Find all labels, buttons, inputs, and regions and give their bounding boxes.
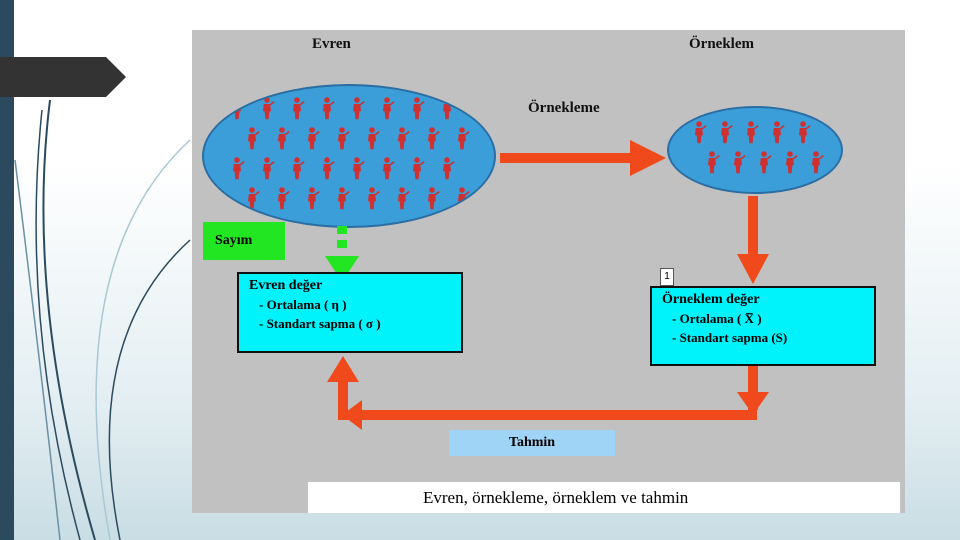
sampling-arrow-shaft	[500, 153, 630, 163]
person-figure-icon	[799, 121, 811, 144]
person-figure-icon	[233, 97, 245, 120]
census-dash-1	[337, 226, 347, 234]
sample-value-box: Örneklem değer - Ortalama ( X̅ ) - Stand…	[650, 286, 876, 366]
population-ellipse	[202, 84, 496, 228]
person-figure-icon	[443, 97, 455, 120]
estimation-arrow-corner	[737, 392, 769, 415]
person-figure-icon	[338, 187, 350, 210]
sample-down-arrow-shaft	[748, 196, 758, 254]
person-figure-icon	[233, 157, 245, 180]
person-figure-icon	[428, 127, 440, 150]
census-dash-2	[337, 240, 347, 248]
person-figure-icon	[263, 97, 275, 120]
census-arrow-head	[325, 256, 359, 282]
person-figure-icon	[248, 127, 260, 150]
decorative-lines	[14, 99, 191, 540]
person-figure-icon	[323, 97, 335, 120]
flow-arrows	[325, 140, 769, 430]
population-std: - Standart sapma ( σ )	[259, 316, 381, 331]
person-figure-icon	[398, 187, 410, 210]
sample-ellipse	[667, 106, 843, 194]
person-figure-icon	[323, 157, 335, 180]
person-figure-icon	[278, 127, 290, 150]
person-figure-icon	[353, 97, 365, 120]
sampling-label: Örnekleme	[528, 100, 600, 116]
person-figure-icon	[308, 187, 320, 210]
person-figure-icon	[786, 151, 798, 174]
person-figure-icon	[383, 157, 395, 180]
person-figure-icon	[458, 187, 470, 210]
population-mean: - Ortalama ( η )	[259, 297, 347, 312]
left-sidebar-bar	[0, 0, 14, 540]
sampling-arrow-head	[630, 140, 666, 176]
person-figure-icon	[293, 157, 305, 180]
estimation-arrow-horizontal	[362, 410, 757, 420]
person-figure-icon	[338, 127, 350, 150]
slide-tab-marker	[0, 57, 126, 97]
person-figure-icon	[695, 121, 707, 144]
person-figure-icon	[721, 121, 733, 144]
sample-mean: - Ortalama ( X̅ )	[672, 311, 762, 326]
population-value-title: Evren değer	[249, 278, 323, 293]
sample-value-title: Örneklem değer	[662, 292, 760, 307]
person-figure-icon	[413, 157, 425, 180]
person-figure-icon	[398, 127, 410, 150]
population-value-box: Evren değer - Ortalama ( η ) - Standart …	[237, 272, 463, 353]
person-figure-icon	[353, 157, 365, 180]
estimation-arrow-up	[338, 380, 348, 420]
sampling-diagram: Evren Örneklem Örnekleme Sayım Evren değ…	[192, 30, 905, 513]
diagram-caption: Evren, örnekleme, örneklem ve tahmin	[308, 482, 900, 513]
person-figure-icon	[734, 151, 746, 174]
person-figure-icon	[443, 157, 455, 180]
sample-std: - Standart sapma (S)	[672, 330, 788, 345]
person-figure-icon	[263, 157, 275, 180]
person-figure-icon	[458, 127, 470, 150]
estimation-box: Tahmin	[449, 430, 615, 456]
person-figure-icon	[368, 187, 380, 210]
person-figure-icon	[812, 151, 824, 174]
person-figure-icon	[428, 187, 440, 210]
sample-down-arrow-head	[737, 254, 769, 284]
person-figure-icon	[278, 187, 290, 210]
population-title: Evren	[312, 36, 351, 52]
person-figure-icon	[293, 97, 305, 120]
sample-title: Örneklem	[689, 36, 754, 52]
estimation-arrow-up-head	[327, 356, 359, 382]
estimation-arrow-down	[748, 365, 758, 410]
person-figure-icon	[248, 187, 260, 210]
person-figure-icon	[413, 97, 425, 120]
estimation-arrow-left-head	[342, 400, 362, 430]
person-figure-icon	[368, 127, 380, 150]
person-figure-icon	[383, 97, 395, 120]
person-figure-icon	[308, 127, 320, 150]
person-figure-icon	[773, 121, 785, 144]
person-figure-icon	[708, 151, 720, 174]
census-box: Sayım	[203, 222, 285, 260]
comment-badge: 1	[660, 268, 674, 286]
person-figure-icon	[760, 151, 772, 174]
person-figure-icon	[747, 121, 759, 144]
